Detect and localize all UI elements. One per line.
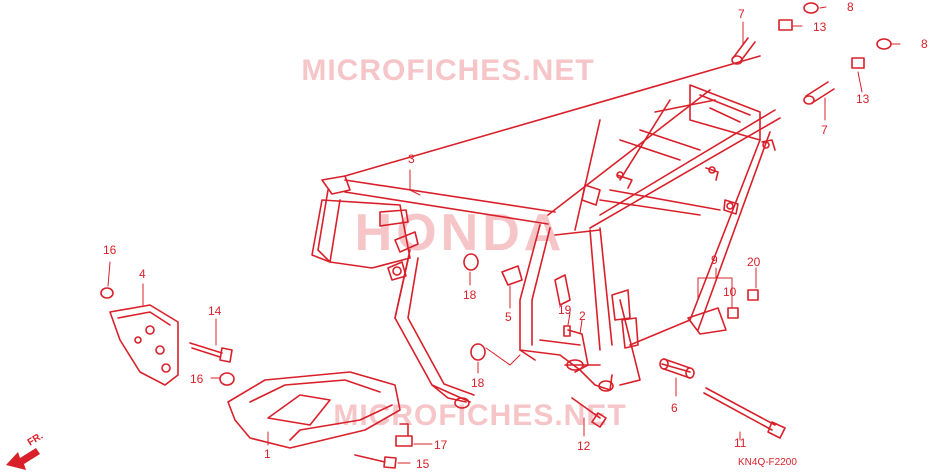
cap-7a xyxy=(731,37,756,65)
callout-9: 9 xyxy=(711,253,718,267)
callout-1: 1 xyxy=(264,447,271,461)
callout-15: 15 xyxy=(416,457,430,471)
bolt-11 xyxy=(703,387,786,439)
callout-13b: 13 xyxy=(856,92,870,106)
callout-14: 14 xyxy=(208,304,222,318)
bolt-13b xyxy=(851,57,865,69)
bolt-20 xyxy=(747,289,759,301)
watermark-top: MICROFICHES.NET xyxy=(301,54,594,87)
diagram-code: KN4Q-F2200 xyxy=(738,457,797,468)
nut-16a xyxy=(100,287,114,299)
callout-7a: 7 xyxy=(738,7,745,21)
callout-11: 11 xyxy=(734,436,747,450)
callout-4: 4 xyxy=(139,267,146,281)
skid-plate-1 xyxy=(227,371,401,449)
callout-13a: 13 xyxy=(813,20,827,34)
bolt-15 xyxy=(354,454,397,469)
rubber-18b xyxy=(470,343,486,361)
callout-16b: 16 xyxy=(190,372,204,386)
bolt-17 xyxy=(395,423,413,447)
nut-16b xyxy=(219,372,235,386)
collar-6 xyxy=(659,358,695,379)
leader-lines xyxy=(107,6,901,464)
callout-17: 17 xyxy=(434,438,448,452)
clip-5 xyxy=(501,265,523,286)
nut-8b xyxy=(876,38,892,50)
engine-hanger-plate-4 xyxy=(109,304,179,386)
cap-7b xyxy=(803,81,835,105)
bolt-14 xyxy=(189,342,233,363)
watermark-bottom: MICROFICHES.NET xyxy=(333,399,626,432)
front-direction-arrow: FR. xyxy=(6,431,45,470)
callout-16a: 16 xyxy=(103,243,117,257)
callout-20: 20 xyxy=(747,255,761,269)
bolt-12 xyxy=(571,397,607,428)
callouts: 1 2 3 4 5 6 7 7 8 8 9 10 11 12 13 13 14 … xyxy=(103,0,928,471)
callout-19: 19 xyxy=(558,303,572,317)
callout-5: 5 xyxy=(505,310,512,324)
bolt-10 xyxy=(727,307,739,319)
guard-9 xyxy=(687,307,727,335)
watermark-center: HONDA xyxy=(355,204,566,262)
nut-8a xyxy=(803,2,819,14)
callout-2: 2 xyxy=(579,309,586,323)
rubber-18a xyxy=(463,253,479,271)
callout-12: 12 xyxy=(577,439,591,453)
callout-10: 10 xyxy=(723,285,737,299)
bracket-2 xyxy=(567,329,589,373)
callout-18a: 18 xyxy=(463,288,477,302)
callout-7b: 7 xyxy=(821,123,828,137)
callout-8a: 8 xyxy=(847,0,854,14)
bolt-13a xyxy=(778,19,793,31)
callout-6: 6 xyxy=(671,401,678,415)
callout-18b: 18 xyxy=(471,376,485,390)
front-label: FR. xyxy=(26,431,46,449)
callout-8b: 8 xyxy=(921,37,928,51)
callout-3: 3 xyxy=(408,152,415,166)
clip-19 xyxy=(563,325,571,337)
